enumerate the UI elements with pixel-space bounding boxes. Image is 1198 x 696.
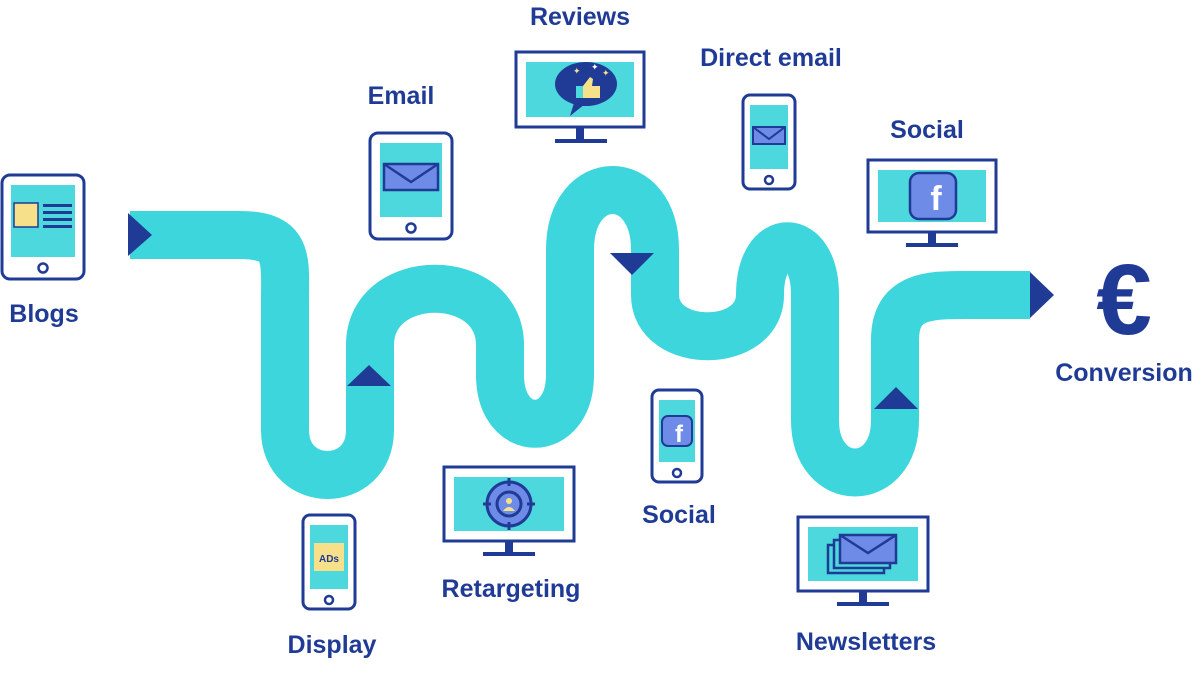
reviews-monitor: ✦ ✦ ✦ <box>514 50 646 143</box>
direct-email-phone <box>741 93 797 191</box>
svg-text:✦: ✦ <box>602 68 610 78</box>
label-blogs: Blogs <box>9 300 79 328</box>
thumbs-up-icon: ✦ ✦ ✦ <box>555 62 617 116</box>
up-arrow-marker <box>347 365 391 386</box>
envelope-icon <box>382 162 440 192</box>
social-phone-bottom: f <box>650 388 704 484</box>
label-retargeting: Retargeting <box>441 575 581 603</box>
svg-text:✦: ✦ <box>573 66 581 76</box>
social-monitor-top <box>866 158 998 247</box>
article-icon <box>13 202 72 228</box>
label-reviews: Reviews <box>529 3 631 31</box>
envelope-icon <box>752 126 786 145</box>
label-direct-email: Direct email <box>700 44 842 72</box>
up-arrow-marker <box>874 387 918 409</box>
newsletters-monitor <box>796 515 930 606</box>
euro-icon: € <box>1096 244 1152 356</box>
stacked-envelopes-icon <box>826 533 898 575</box>
svg-text:✦: ✦ <box>591 62 599 72</box>
start-arrow-marker <box>128 213 152 256</box>
ads-note-icon: ADs <box>314 543 344 571</box>
facebook-icon <box>908 171 958 221</box>
label-newsletters: Newsletters <box>795 628 937 656</box>
blogs-tablet <box>0 173 86 281</box>
label-email: Email <box>367 82 435 110</box>
end-arrow-marker <box>1030 272 1054 318</box>
ads-label: ADs <box>319 554 339 565</box>
retargeting-monitor <box>442 465 576 556</box>
label-conversion: Conversion <box>1055 359 1193 387</box>
display-phone: ADs <box>301 513 357 611</box>
facebook-icon: f <box>661 415 693 448</box>
email-tablet <box>368 131 454 241</box>
label-social-bottom: Social <box>642 501 716 529</box>
down-arrow-marker <box>610 253 654 275</box>
target-icon <box>483 478 535 530</box>
label-display: Display <box>287 631 377 659</box>
journey-path <box>130 166 1030 499</box>
svg-text:f: f <box>675 421 684 448</box>
label-social-top: Social <box>890 116 964 144</box>
